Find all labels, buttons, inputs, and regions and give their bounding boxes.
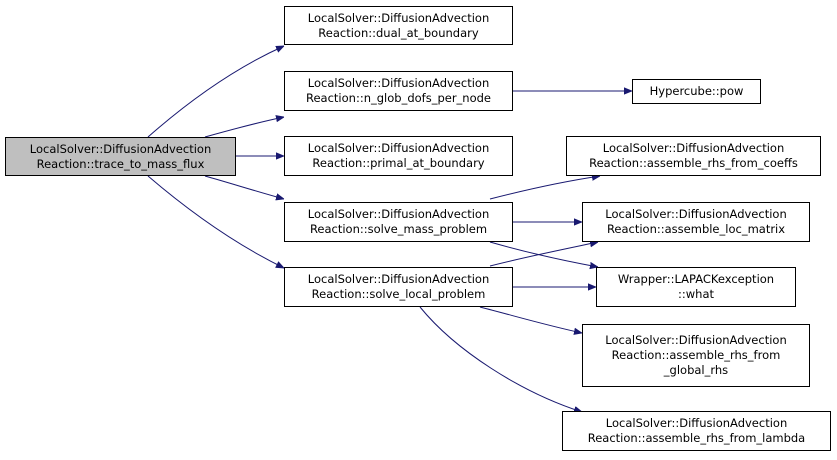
node-label-line2: ::what xyxy=(678,287,714,301)
edge-root-to-solve-local-problem xyxy=(147,175,284,268)
node-label-line1: LocalSolver::DiffusionAdvection xyxy=(307,207,490,221)
node-label-line2: Reaction::dual_at_boundary xyxy=(318,25,479,40)
node-label-line2: Reaction::trace_to_mass_flux xyxy=(36,156,205,171)
node-label-line3: _global_rhs xyxy=(663,363,729,377)
node-dual-at-boundary[interactable]: LocalSolver::DiffusionAdvection Reaction… xyxy=(284,6,513,45)
node-label-line1: LocalSolver::DiffusionAdvection xyxy=(307,272,490,286)
node-label-line1: LocalSolver::DiffusionAdvection xyxy=(605,416,788,430)
edge-solve-local-to-rhs-from-global-rhs xyxy=(479,306,582,333)
node-label-line2: Reaction::assemble_loc_matrix xyxy=(606,222,786,236)
node-label-line1: LocalSolver::DiffusionAdvection xyxy=(307,10,490,25)
edge-root-to-n-glob-dofs xyxy=(204,117,284,138)
node-label-line1: Wrapper::LAPACKexception xyxy=(617,272,775,286)
node-label-line1: LocalSolver::DiffusionAdvection xyxy=(307,76,490,90)
node-label-line2: Reaction::solve_mass_problem xyxy=(309,222,488,236)
node-label-line1: LocalSolver::DiffusionAdvection xyxy=(605,333,787,347)
edge-root-to-dual-at-boundary xyxy=(147,45,284,138)
node-label-line1: LocalSolver::DiffusionAdvection xyxy=(29,141,212,156)
edge-solve-local-to-rhs-from-lambda xyxy=(419,306,582,412)
node-solve-local-problem[interactable]: LocalSolver::DiffusionAdvection Reaction… xyxy=(284,267,513,307)
edge-solve-mass-to-rhs-from-coeffs xyxy=(489,176,600,200)
node-label-line2: Reaction::assemble_rhs_from xyxy=(611,348,781,362)
node-trace-to-mass-flux[interactable]: LocalSolver::DiffusionAdvection Reaction… xyxy=(5,137,236,176)
node-hypercube-pow[interactable]: Hypercube::pow xyxy=(632,79,761,104)
edge-solve-local-to-loc-matrix xyxy=(489,242,598,267)
node-solve-mass-problem[interactable]: LocalSolver::DiffusionAdvection Reaction… xyxy=(284,202,513,242)
node-label-line1: LocalSolver::DiffusionAdvection xyxy=(307,141,490,155)
node-label-line1: Hypercube::pow xyxy=(649,84,744,98)
node-lapack-exception-what[interactable]: Wrapper::LAPACKexception ::what xyxy=(596,267,796,307)
node-label-line2: Reaction::assemble_rhs_from_coeffs xyxy=(589,156,798,170)
node-assemble-rhs-from-coeffs[interactable]: LocalSolver::DiffusionAdvection Reaction… xyxy=(566,136,821,176)
node-label-line2: Reaction::n_glob_dofs_per_node xyxy=(306,91,491,105)
node-label-line1: LocalSolver::DiffusionAdvection xyxy=(605,207,787,221)
edge-root-to-solve-mass-problem xyxy=(204,175,284,199)
edge-solve-mass-to-lapack-what xyxy=(489,241,598,267)
node-assemble-rhs-from-global-rhs[interactable]: LocalSolver::DiffusionAdvection Reaction… xyxy=(582,324,810,387)
node-assemble-loc-matrix[interactable]: LocalSolver::DiffusionAdvection Reaction… xyxy=(582,202,810,242)
node-label-line2: Reaction::assemble_rhs_from_lambda xyxy=(587,431,806,445)
node-label-line1: LocalSolver::DiffusionAdvection xyxy=(602,141,785,155)
node-label-line2: Reaction::solve_local_problem xyxy=(311,287,486,301)
node-assemble-rhs-from-lambda[interactable]: LocalSolver::DiffusionAdvection Reaction… xyxy=(562,411,831,451)
node-primal-at-boundary[interactable]: LocalSolver::DiffusionAdvection Reaction… xyxy=(284,136,513,176)
node-label-line2: Reaction::primal_at_boundary xyxy=(312,156,485,170)
node-n-glob-dofs-per-node[interactable]: LocalSolver::DiffusionAdvection Reaction… xyxy=(284,71,513,111)
